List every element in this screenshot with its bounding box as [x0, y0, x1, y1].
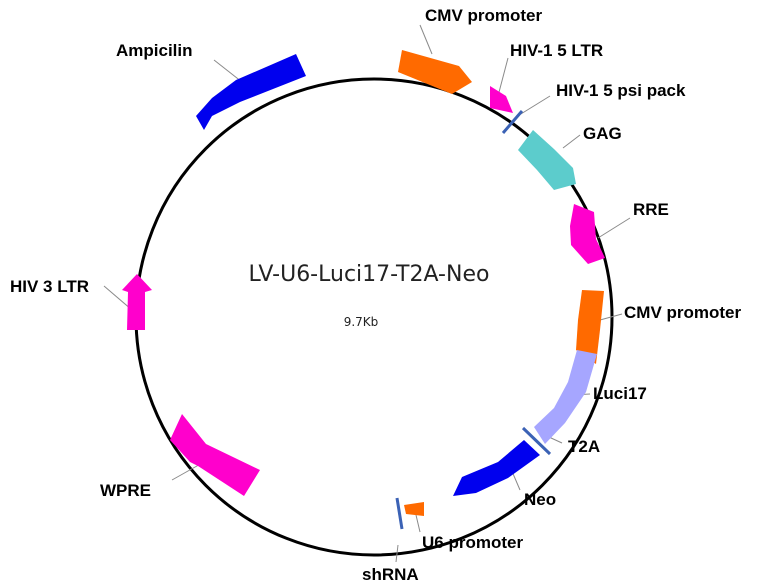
feature-marker-t2a[interactable] [521, 426, 552, 456]
feature-arrow-neo[interactable] [453, 440, 540, 496]
feature-marker-hiv1-5-psi-pack[interactable] [501, 110, 524, 134]
feature-arrow-luci17[interactable] [534, 350, 597, 444]
label-luci17: Luci17 [593, 384, 647, 403]
label-hiv-3-ltr: HIV 3 LTR [10, 277, 89, 296]
label-ampicilin: Ampicilin [116, 41, 193, 60]
leader-shrna [395, 544, 399, 563]
label-hiv1-5-ltr: HIV-1 5 LTR [510, 41, 603, 60]
label-rre: RRE [633, 200, 669, 219]
feature-arrow-rre[interactable] [570, 204, 605, 264]
leader-hiv1-5-ltr [497, 57, 509, 97]
feature-arrow-ampicilin[interactable] [196, 54, 306, 130]
leader-gag [562, 134, 581, 149]
leader-rre [597, 217, 631, 239]
feature-arrow-wpre[interactable] [170, 414, 260, 496]
label-neo: Neo [524, 490, 556, 509]
label-hiv1-5-psi-pack: HIV-1 5 psi pack [556, 81, 686, 100]
leader-cmv-promoter-right [599, 313, 623, 321]
label-t2a: T2A [568, 437, 600, 456]
leader-hiv-3-ltr [103, 285, 133, 311]
label-gag: GAG [583, 124, 622, 143]
feature-marker-shrna[interactable] [395, 497, 404, 530]
feature-arrow-cmv-promoter-top[interactable] [398, 50, 472, 94]
plasmid-name: LV-U6-Luci17-T2A-Neo [249, 262, 490, 287]
plasmid-size: 9.7Kb [344, 315, 379, 329]
leader-cmv-promoter-top [419, 24, 433, 55]
feature-arrow-gag[interactable] [518, 130, 576, 190]
feature-arrow-hiv1-5-ltr[interactable] [490, 86, 513, 113]
label-u6-promoter: U6 promoter [422, 533, 523, 552]
label-cmv-promoter-top: CMV promoter [425, 6, 543, 25]
feature-arrow-cmv-promoter-right[interactable] [576, 290, 604, 364]
label-wpre: WPRE [100, 481, 151, 500]
leader-ampicilin [213, 59, 243, 83]
feature-arrow-hiv-3-ltr[interactable] [122, 274, 152, 330]
label-shrna: shRNA [362, 565, 419, 584]
leader-u6-promoter [415, 514, 421, 533]
label-cmv-promoter-right: CMV promoter [624, 303, 742, 322]
feature-arrow-u6-promoter[interactable] [404, 502, 424, 516]
